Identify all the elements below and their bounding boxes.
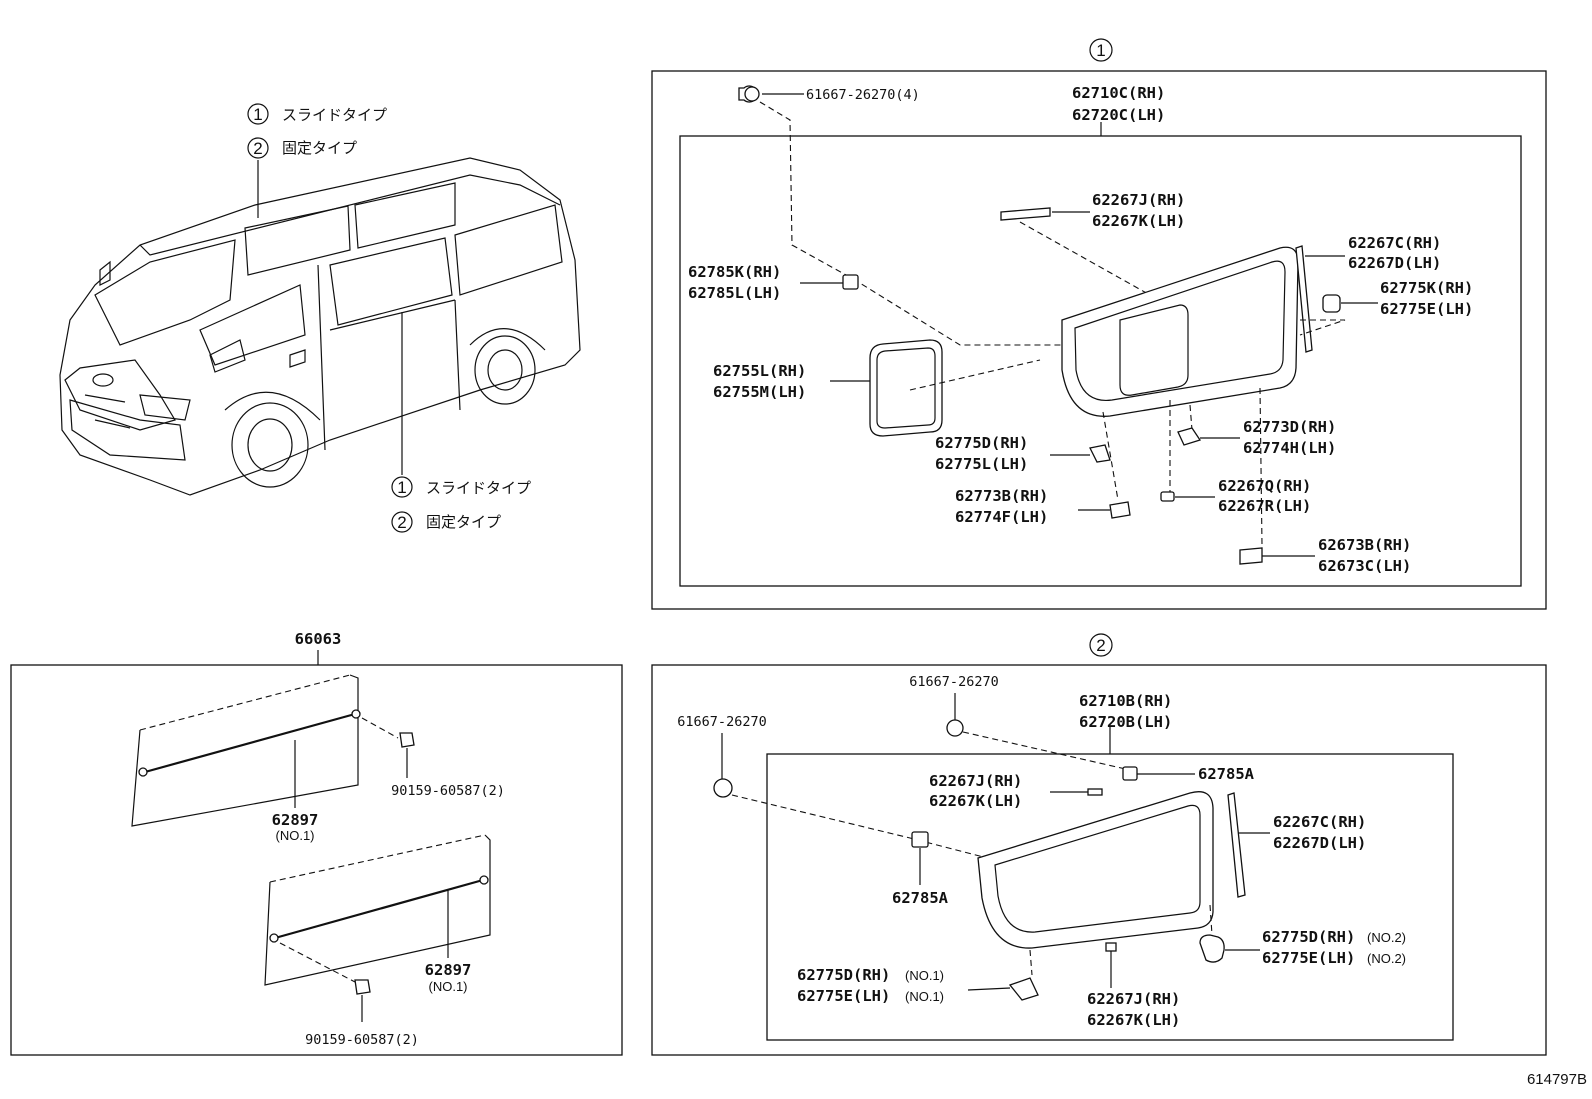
sliding-window-sash — [1061, 246, 1299, 417]
label-legend-bottom-item2-text: 固定タイプ — [426, 513, 501, 531]
legend-bottom: 1 スライドタイプ 2 固定タイプ — [391, 476, 531, 533]
label-section1-labels-window-lh: 62720C(LH) — [1072, 106, 1165, 124]
label-section1-labels-pad-d: 62775D(RH) — [935, 434, 1028, 452]
van-illustration — [59, 157, 581, 496]
label-section2-labels-clip-left: 61667-26270 — [677, 714, 766, 730]
label-section2-labels-clip-top: 61667-26270 — [909, 674, 998, 690]
pad-icon — [1089, 444, 1111, 463]
label-section3-title: 66063 — [295, 630, 342, 648]
stopper-icon-2 — [1199, 934, 1225, 963]
label-section2-labels-spacer-j: 62267J(RH) — [929, 772, 1022, 790]
label-section3-labels-bolt1: 90159-60587(2) — [391, 783, 505, 799]
label-legend-bottom-item1-marker: 1 — [397, 478, 406, 497]
label-section1-labels-strip-d: 62267D(LH) — [1348, 254, 1441, 272]
label-section2-labels-window-rh: 62710B(RH) — [1079, 692, 1172, 710]
label-section3-labels-bar1: 62897 — [272, 811, 319, 829]
label-legend-top-item1-text: スライドタイプ — [282, 106, 387, 124]
label-section1-labels-bracket-b: 62673B(RH) — [1318, 536, 1411, 554]
label-section2-labels-stop-d: 62775D(RH) — [1262, 928, 1355, 946]
spacer-icon-3 — [1105, 942, 1117, 952]
label-section2-labels-spacer-k: 62267K(LH) — [929, 792, 1022, 810]
label-section2-labels-pad-d-note: (NO.1) — [905, 968, 944, 983]
label-section2-labels-stop-e: 62775E(LH) — [1262, 949, 1355, 967]
label-section2-labels-strip-d: 62267D(LH) — [1273, 834, 1366, 852]
window-front-slide — [244, 205, 351, 276]
clip-a-icon-2 — [911, 831, 929, 848]
label-section1-labels-glass-m: 62755M(LH) — [713, 383, 806, 401]
label-section1-labels-latch-h: 62774H(LH) — [1243, 439, 1336, 457]
reinforcement-bar-1 — [144, 712, 356, 774]
label-section2-labels-pad-e-note: (NO.1) — [905, 989, 944, 1004]
label-section3-labels-bar2: 62897 — [425, 961, 472, 979]
label-section1-labels-window-rh: 62710C(RH) — [1072, 84, 1165, 102]
latch-b-icon — [1109, 501, 1131, 519]
label-section1-labels-stop-k: 62775K(RH) — [1380, 279, 1473, 297]
label-section1-labels-clip-k: 62785K(RH) — [688, 263, 781, 281]
label-section1-labels-spacer-r: 62267R(LH) — [1218, 497, 1311, 515]
label-section2-labels-clip-a-top: 62785A — [1198, 765, 1255, 783]
label-section1-labels-spacer-k: 62267K(LH) — [1092, 212, 1185, 230]
label-section1-labels-spacer-j: 62267J(RH) — [1092, 191, 1185, 209]
clip-left-icon — [713, 778, 733, 798]
label-legend-top-item2-marker: 2 — [253, 139, 262, 158]
label-section1-labels-pad-l: 62775L(LH) — [935, 455, 1028, 473]
window-rear-slide — [329, 237, 453, 326]
reinforcement-bar-2 — [274, 878, 484, 940]
clip-a-icon — [1122, 766, 1138, 781]
vertical-strip-icon-2 — [1227, 792, 1246, 898]
latch-icon — [1177, 427, 1202, 446]
pad-icon-2 — [1008, 977, 1039, 1001]
section-66063: 66063 62897 (NO.1) 90159-60587(2) 62897 … — [10, 630, 623, 1056]
label-section1-labels-strip-c: 62267C(RH) — [1348, 234, 1441, 252]
label-section2-labels-spacer-j2: 62267J(RH) — [1087, 990, 1180, 1008]
label-section2-labels-spacer-k2: 62267K(LH) — [1087, 1011, 1180, 1029]
label-section2-labels-window-lh: 62720B(LH) — [1079, 713, 1172, 731]
label-section2-labels-stop-d-note: (NO.2) — [1367, 930, 1406, 945]
label-section2-labels-strip-c: 62267C(RH) — [1273, 813, 1366, 831]
label-section2-labels-stop-e-note: (NO.2) — [1367, 951, 1406, 966]
fixed-window-sash — [977, 791, 1214, 949]
label-section2-labels-pad-e: 62775E(LH) — [797, 987, 890, 1005]
bracket-icon — [1239, 547, 1263, 565]
label-section1-labels-latch-f: 62774F(LH) — [955, 508, 1048, 526]
section-fixed-type: 2 61667-26270 62710B(RH) 62720B(LH) 6166… — [651, 633, 1547, 1056]
label-section1-labels-spacer-q: 62267Q(RH) — [1218, 477, 1311, 495]
label-section3-labels-bar2-note: (NO.1) — [429, 979, 468, 994]
label-section3-labels-bolt2: 90159-60587(2) — [305, 1032, 419, 1048]
clip-top-icon — [946, 719, 964, 737]
stopper-icon — [1322, 294, 1341, 313]
legend-top: 1 スライドタイプ 2 固定タイプ — [247, 103, 387, 159]
label-legend-bottom-item1-text: スライドタイプ — [426, 479, 531, 497]
bolt-icon — [399, 732, 415, 748]
label-section1-labels-clip-top: 61667-26270(4) — [806, 87, 920, 103]
label-legend-top-item2-text: 固定タイプ — [282, 139, 357, 157]
label-section1-labels-latch-b: 62773B(RH) — [955, 487, 1048, 505]
diagram-id: 614797B — [1527, 1071, 1587, 1088]
label-section2-marker: 2 — [1096, 636, 1105, 655]
label-legend-top-item1-marker: 1 — [253, 105, 262, 124]
section-slide-type: 1 61667-26270(4) 62710C(RH) 62720C(LH) 6… — [651, 38, 1547, 610]
label-section1-labels-latch-d: 62773D(RH) — [1243, 418, 1336, 436]
label-section1-labels-glass-l: 62755L(RH) — [713, 362, 806, 380]
label-section1-labels-bracket-c: 62673C(LH) — [1318, 557, 1411, 575]
label-section1-labels-stop-e: 62775E(LH) — [1380, 300, 1473, 318]
label-section2-labels-pad-d: 62775D(RH) — [797, 966, 890, 984]
label-section2-labels-clip-a-mid: 62785A — [892, 889, 949, 907]
spacer-icon-2 — [1087, 788, 1103, 796]
vertical-strip-icon — [1295, 245, 1313, 353]
glass-panel-icon — [869, 339, 943, 437]
spacer-strip-icon — [1000, 207, 1051, 221]
label-section1-marker: 1 — [1096, 41, 1105, 60]
label-section3-labels-bar1-note: (NO.1) — [276, 828, 315, 843]
clip-k-icon — [842, 274, 859, 290]
label-section1-labels-clip-l: 62785L(LH) — [688, 284, 781, 302]
spacer-icon — [1160, 491, 1175, 502]
bolt-icon-2 — [354, 979, 371, 995]
label-legend-bottom-item2-marker: 2 — [397, 513, 406, 532]
